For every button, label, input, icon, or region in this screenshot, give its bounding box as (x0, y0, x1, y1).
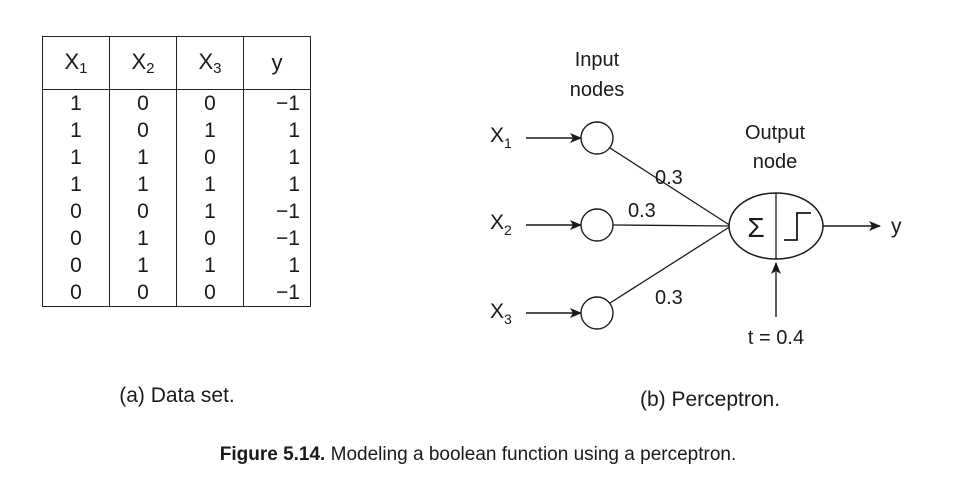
input-node-1 (580, 121, 614, 155)
figure-number: Figure 5.14. (219, 444, 326, 465)
input-nodes-label-line2: nodes (570, 79, 625, 101)
table-cell-x3: 0 (176, 89, 244, 117)
table-cell-y: 1 (243, 171, 311, 198)
weight-2-label: 0.3 (628, 200, 656, 222)
table-cell-x3: 1 (176, 252, 244, 279)
table-cell-x2: 1 (109, 171, 177, 198)
edge-3-to-output (609, 225, 732, 304)
table-cell-x2: 1 (109, 225, 177, 252)
table-cell-x3: 0 (176, 225, 244, 252)
table-cell-x1: 1 (42, 171, 110, 198)
summation-symbol: Σ (747, 212, 764, 243)
table-cell-x1: 0 (42, 225, 110, 252)
column-header-x2: X2 (109, 36, 177, 90)
table-cell-x2: 0 (109, 89, 177, 117)
table-cell-y: −1 (243, 279, 311, 307)
table-cell-y: −1 (243, 198, 311, 225)
edge-2-to-output (612, 224, 732, 227)
table-cell-x3: 1 (176, 198, 244, 225)
input-x2-label: X2 (490, 211, 512, 238)
output-node-label-line1: Output (745, 122, 805, 144)
caption-perceptron: (b) Perceptron. (639, 388, 781, 411)
figure-caption: Figure 5.14. Modeling a boolean function… (0, 444, 956, 466)
input-x3-label: X3 (490, 300, 512, 327)
weight-3-label: 0.3 (655, 287, 683, 309)
input-x1-label: X1 (490, 124, 512, 151)
table-cell-x1: 0 (42, 198, 110, 225)
input-node-3 (580, 296, 614, 330)
table-cell-x1: 0 (42, 252, 110, 279)
caption-data-set: (a) Data set. (119, 384, 235, 407)
column-header-y: y (243, 36, 311, 90)
output-node-label-line2: node (753, 151, 798, 173)
table-cell-x2: 0 (109, 279, 177, 307)
table-cell-y: 1 (243, 144, 311, 171)
figure-caption-text: Modeling a boolean function using a perc… (330, 444, 737, 465)
table-cell-y: −1 (243, 225, 311, 252)
threshold-label: t = 0.4 (748, 327, 804, 349)
table-cell-y: 1 (243, 117, 311, 144)
output-y-label: y (891, 215, 902, 238)
edge-1-to-output (609, 147, 732, 227)
table-cell-x1: 0 (42, 279, 110, 307)
table-cell-x1: 1 (42, 89, 110, 117)
input-nodes-label-line1: Input (575, 49, 620, 71)
column-header-x1: X1 (42, 36, 110, 90)
table-cell-x3: 0 (176, 144, 244, 171)
table-cell-x2: 0 (109, 198, 177, 225)
table-cell-y: −1 (243, 89, 311, 117)
table-cell-y: 1 (243, 252, 311, 279)
step-function-icon (784, 212, 811, 241)
table-header-row: X1 X2 X3 y (42, 36, 311, 90)
table-cell-x3: 1 (176, 117, 244, 144)
table-cell-x3: 1 (176, 171, 244, 198)
column-header-x3: X3 (176, 36, 244, 90)
table-cell-x2: 1 (109, 252, 177, 279)
table-cell-x2: 0 (109, 117, 177, 144)
table-cell-x1: 1 (42, 144, 110, 171)
weight-1-label: 0.3 (655, 167, 683, 189)
input-node-2 (580, 208, 614, 242)
